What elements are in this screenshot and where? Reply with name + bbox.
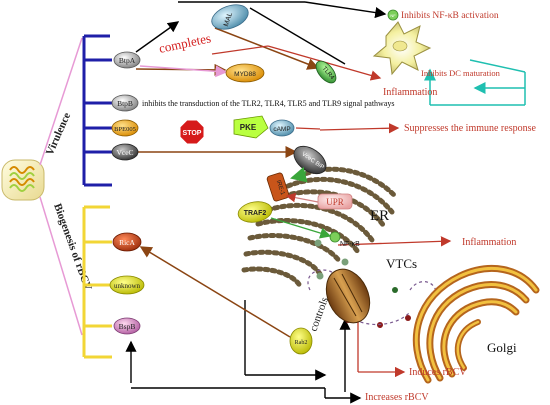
myd88-label: MYD88 — [234, 71, 256, 78]
nfkb-small-label: NF-κB — [340, 241, 360, 248]
rica-node: RicA — [112, 232, 142, 252]
biogenesis-label: Biogenesis of rBCV — [51, 202, 94, 292]
btpb-node: BtpB — [111, 94, 139, 112]
golgi-label: Golgi — [487, 340, 517, 355]
inhibit-dc-outcome: Inhibits DC maturation — [421, 68, 501, 78]
vcec-label: VceC — [116, 148, 133, 157]
inflammation-mid-outcome: Inflammation — [462, 237, 516, 248]
controls-label: controls — [308, 296, 331, 333]
bacterium-icon — [1, 159, 45, 201]
nfkb-green-dot-mid — [329, 231, 341, 243]
inflammation-top-outcome: Inflammation — [383, 87, 437, 98]
mal-node: MAL — [211, 4, 249, 30]
upr-arrow — [285, 192, 319, 203]
upr-node: UPR — [317, 193, 353, 210]
tlr4-node: TLR4 — [315, 60, 337, 84]
vcec-node: VceC — [111, 143, 139, 161]
stop-sign-icon: STOP — [179, 119, 205, 145]
biogenesis-bracket — [82, 205, 112, 359]
myd88-node: MYD88 — [225, 63, 265, 83]
traf2-label: TRAF2 — [244, 210, 267, 217]
rica-label: RicA — [119, 238, 135, 247]
bspb-node: BspB — [113, 317, 141, 335]
btpa-node: BtpA — [113, 51, 141, 69]
btpb-label: BtpB — [117, 99, 133, 108]
bspb-label: BspB — [119, 322, 136, 331]
cyan-arrows — [424, 59, 526, 106]
inhibit-nfkb-outcome: Inhibits NF-κB activation — [401, 11, 499, 21]
completes-label: completes — [158, 30, 213, 56]
myd88-arrow — [139, 65, 228, 78]
mal-label: MAL — [223, 12, 234, 28]
camp-label: cAMP — [273, 126, 290, 133]
btpa-label: BtpA — [119, 56, 136, 65]
transport-complex-icon — [325, 268, 371, 324]
rab2-node: Rab2 — [289, 327, 313, 355]
stop-label: STOP — [183, 130, 202, 137]
suppress-immune-outcome: Suppresses the immune response — [404, 123, 536, 134]
ire1-node: IRE-1 — [266, 172, 290, 202]
unknown-node: unknown — [109, 275, 145, 295]
brown-arrows — [134, 27, 320, 338]
rab2-label: Rab2 — [295, 340, 308, 346]
dendritic-cell-icon — [372, 21, 432, 76]
unknown-label: unknown — [114, 282, 141, 290]
vcec-to-ire1-arrow — [290, 166, 308, 183]
golgi-icon — [412, 265, 540, 384]
bpe005-label: BPE005 — [114, 126, 136, 133]
pke-node: PKE — [233, 115, 269, 139]
camp-node: cAMP — [269, 119, 295, 137]
increases-rbcv-outcome: Increases rBCV — [365, 392, 429, 403]
induces-rbcv-outcome: Induces rBCV — [409, 367, 467, 378]
vtcs-label: VTCs — [386, 256, 417, 271]
traf2-node: TRAF2 — [237, 201, 273, 223]
er-label: ER — [370, 208, 389, 224]
er-stack — [241, 166, 398, 289]
svg-text:NF: NF — [390, 13, 396, 18]
btpb-description: inhibits the transduction of the TLR2, T… — [142, 99, 395, 108]
pke-label: PKE — [240, 123, 257, 132]
black-connectors — [125, 1, 387, 404]
traf2-to-nfkb-arrow — [270, 217, 332, 239]
virulence-label: Virulence — [44, 111, 73, 157]
bpe005-node: BPE005 — [111, 119, 139, 137]
virulence-bracket — [82, 34, 112, 187]
ire1-label: IRE-1 — [275, 179, 286, 196]
upr-label: UPR — [326, 197, 344, 207]
camp-arrow — [295, 127, 321, 130]
bacterium-connectors — [39, 37, 83, 336]
nfkb-green-dot-top: NF — [387, 9, 399, 21]
